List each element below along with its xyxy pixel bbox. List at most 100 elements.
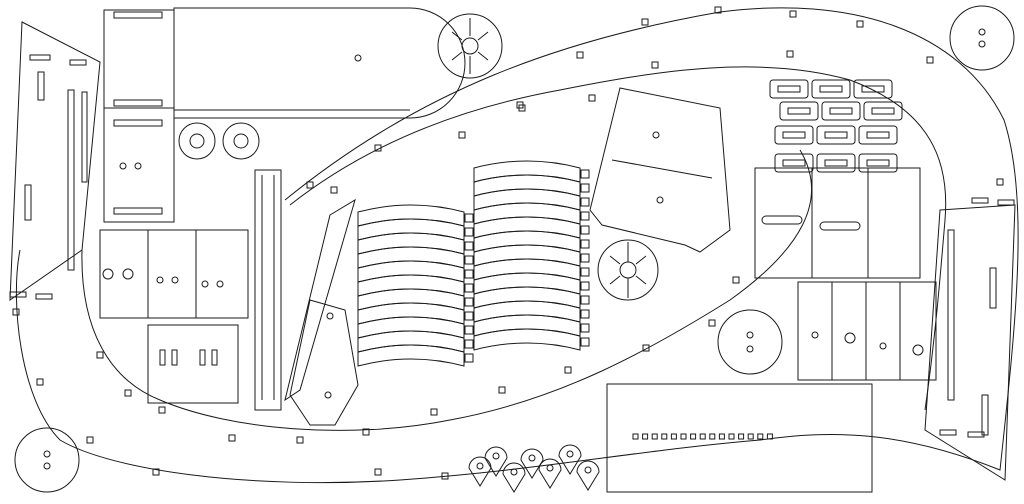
- slat-tab: [580, 211, 590, 221]
- teardrop-spacer: [538, 458, 562, 489]
- bottom-slot: [651, 433, 658, 440]
- curved-slat: [473, 328, 581, 351]
- hinge-bracket-panel: [589, 87, 731, 253]
- bottom-slot: [632, 433, 639, 440]
- track-hole: [152, 468, 160, 476]
- chain-link-slot: [829, 107, 853, 115]
- gear-center: [597, 239, 659, 301]
- track-hole: [36, 378, 44, 386]
- slat-tab: [464, 353, 474, 363]
- bottom-slot: [709, 433, 716, 440]
- teardrop-spacer: [502, 462, 526, 493]
- wheel-bottom-left: [14, 427, 80, 493]
- slat-tab: [580, 253, 590, 263]
- track-hole: [96, 351, 104, 359]
- bottom-slot: [766, 433, 773, 440]
- slat-tab: [464, 241, 474, 251]
- slat-tab: [464, 255, 474, 265]
- bottom-slot: [690, 433, 697, 440]
- wheel-top-right: [949, 5, 1015, 71]
- track-hole: [789, 10, 797, 18]
- slat-tab: [580, 225, 590, 235]
- track-hole: [124, 389, 132, 397]
- slat-tab: [464, 311, 474, 321]
- track-hole: [786, 50, 794, 58]
- teardrop-spacer: [576, 460, 600, 491]
- chain-link: [858, 153, 898, 173]
- track-hole: [641, 18, 649, 26]
- track-hole: [708, 319, 716, 327]
- slat-tab: [580, 295, 590, 305]
- teardrop-spacer: [468, 456, 492, 487]
- bottom-slot: [747, 433, 754, 440]
- chain-link-slot: [819, 85, 843, 93]
- slat-tab: [580, 197, 590, 207]
- slat-tab: [580, 323, 590, 333]
- chain-link: [821, 101, 861, 121]
- bottom-slot: [738, 433, 745, 440]
- slat-tab: [464, 227, 474, 237]
- teardrop-hole: [492, 452, 500, 460]
- chain-link-slot: [871, 107, 895, 115]
- track-holes: [12, 6, 1004, 480]
- track-hole: [996, 178, 1004, 186]
- chain-link-slot: [866, 159, 890, 167]
- track-hole: [374, 468, 382, 476]
- teardrop-spacer: [484, 446, 508, 477]
- chain-link-slot: [861, 85, 885, 93]
- slat-tab: [580, 309, 590, 319]
- slat-tab: [464, 339, 474, 349]
- track-hole: [441, 472, 449, 480]
- teardrop-hole: [528, 454, 536, 462]
- bottom-slot: [699, 433, 706, 440]
- teardrop-hole: [546, 464, 554, 472]
- slat-tab: [580, 267, 590, 277]
- slat-tab: [580, 239, 590, 249]
- chain-link: [779, 101, 819, 121]
- slat-tab: [580, 337, 590, 347]
- chain-link: [816, 153, 856, 173]
- track-hole: [330, 186, 338, 194]
- top-capsule-panel: [173, 7, 466, 119]
- teardrop-hole: [510, 468, 518, 476]
- chain-link: [811, 79, 851, 99]
- bottom-slot: [680, 433, 687, 440]
- track-hole: [856, 20, 864, 28]
- bottom-slot: [757, 433, 764, 440]
- bottom-panel: [606, 383, 873, 493]
- chain-link-slot: [777, 85, 801, 93]
- chain-link-slot: [787, 107, 811, 115]
- chain-link-slot: [824, 159, 848, 167]
- small-gears: [178, 122, 260, 160]
- chain-link-cluster: [769, 79, 903, 173]
- chain-link-slot: [782, 131, 806, 139]
- track-hole: [588, 94, 596, 102]
- slat-tab: [464, 213, 474, 223]
- slat-tab: [580, 281, 590, 291]
- track-hole: [498, 386, 506, 394]
- track-hole: [642, 344, 650, 352]
- track-hole: [158, 406, 166, 414]
- track-hole: [518, 104, 526, 112]
- track-hole: [362, 428, 370, 436]
- track-hole: [306, 181, 314, 189]
- track-hole: [926, 56, 934, 64]
- teardrop-hole: [584, 466, 592, 474]
- teardrop-spacers: [468, 444, 600, 493]
- bottom-slot: [728, 433, 735, 440]
- track-hole: [714, 6, 722, 14]
- chain-link: [774, 125, 814, 145]
- right-plates-top: [754, 167, 921, 279]
- left-plates-row: [99, 169, 282, 411]
- curved-slats-left: [357, 204, 474, 367]
- teardrop-spacer: [520, 448, 544, 479]
- right-plates-bottom: [797, 281, 937, 381]
- track-hole: [86, 436, 94, 444]
- left-side-panel: [9, 21, 101, 301]
- chain-link: [816, 125, 856, 145]
- slat-tab: [464, 325, 474, 335]
- wheel-center-right: [717, 309, 783, 375]
- gear-top: [437, 13, 503, 79]
- curved-slats-right: [473, 160, 590, 351]
